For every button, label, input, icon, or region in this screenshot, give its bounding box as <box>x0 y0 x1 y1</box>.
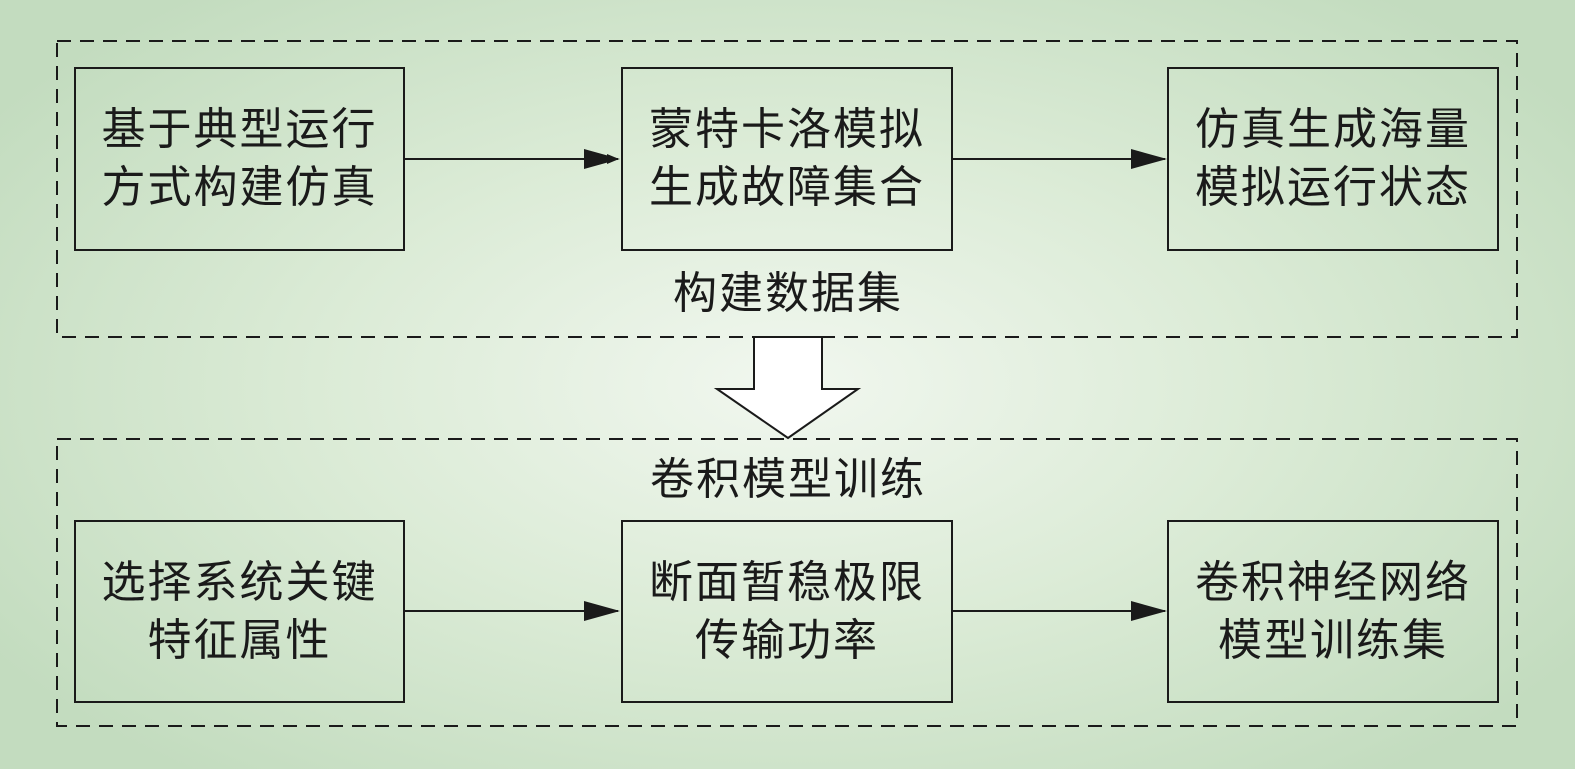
group-label-cnn-training: 卷积模型训练 <box>650 454 926 505</box>
arrowhead-top-1 <box>584 149 620 169</box>
arrowhead-bottom-1 <box>584 601 620 621</box>
down-arrow-icon <box>713 336 862 440</box>
step-label-line2: 生成故障集合 <box>649 162 925 213</box>
step-label-line2: 模型训练集 <box>1218 614 1448 666</box>
step-label-line1: 基于典型运行 <box>101 104 378 155</box>
arrowhead-top-2 <box>1131 149 1167 169</box>
step-typical-operation-simulation: 基于典型运行 方式构建仿真 <box>74 67 405 251</box>
step-label-line2: 特征属性 <box>147 614 332 666</box>
arrowhead-bottom-2 <box>1131 601 1167 621</box>
step-label-line1: 蒙特卡洛模拟 <box>649 104 925 155</box>
step-massive-operating-states: 仿真生成海量 模拟运行状态 <box>1167 67 1499 251</box>
step-label-line1: 仿真生成海量 <box>1195 104 1471 155</box>
step-monte-carlo-fault-set: 蒙特卡洛模拟 生成故障集合 <box>621 67 953 251</box>
step-cnn-training-set: 卷积神经网络 模型训练集 <box>1167 520 1499 703</box>
step-label-line1: 卷积神经网络 <box>1195 556 1471 608</box>
group-label-build-dataset: 构建数据集 <box>673 268 903 319</box>
step-label-line1: 选择系统关键 <box>101 556 378 608</box>
step-label-line2: 传输功率 <box>695 614 879 666</box>
step-select-key-features: 选择系统关键 特征属性 <box>74 520 405 703</box>
step-label-line2: 模拟运行状态 <box>1195 162 1471 213</box>
step-transient-stability-limit: 断面暂稳极限 传输功率 <box>621 520 953 703</box>
step-label-line2: 方式构建仿真 <box>101 162 378 213</box>
step-label-line1: 断面暂稳极限 <box>649 556 925 608</box>
